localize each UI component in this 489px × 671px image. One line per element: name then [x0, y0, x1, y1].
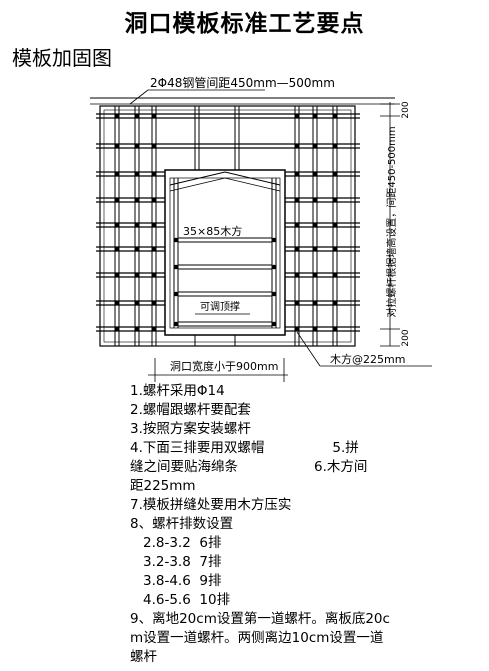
opening-width-label: 洞口宽度小于900mm: [170, 359, 278, 373]
top-arch-brace-inner: [169, 177, 281, 192]
timber-spacing-leader: [296, 331, 321, 367]
note-2: 2.螺帽跟螺杆要配套: [130, 402, 251, 418]
note-8: 8、螺杆排数设置: [130, 516, 234, 532]
note-5-line: 缝之间要贴海绵条 6.木方间: [130, 458, 400, 477]
top-spacing-label: 2Φ48钢管间距450mm—500mm: [150, 75, 335, 90]
bolt-row-item: 2.8-3.2 6排: [143, 535, 222, 551]
dim-200-top-label: 200: [401, 101, 411, 118]
opening-outline: [164, 169, 286, 336]
bolt-row-item: 3.2-3.8 7排: [143, 554, 222, 570]
note-5-start: 5.拼: [332, 440, 359, 456]
opening-horizontal-timbers: [178, 237, 272, 327]
dim-200-bottom-label: 200: [401, 329, 411, 346]
formwork-frame: [99, 105, 356, 347]
opening-bolts: [173, 237, 277, 327]
adjustable-jack-label: 可调顶撑: [200, 300, 240, 313]
note-3: 3.按照方案安装螺杆: [130, 421, 251, 437]
opening-inner-timbers: [173, 178, 277, 328]
page-title: 洞口模板标准工艺要点: [124, 11, 365, 37]
top-label-leader: [129, 89, 149, 105]
construction-notes: 1.螺杆采用Φ14 2.螺帽跟螺杆要配套 3.按照方案安装螺杆 4.下面三排要用…: [130, 382, 400, 667]
formwork-inner-frame: [103, 109, 352, 343]
note-4-line: 4.下面三排要用双螺帽 5.拼: [130, 439, 400, 458]
note-1: 1.螺杆采用Φ14: [130, 383, 225, 399]
note-4: 4.下面三排要用双螺帽: [130, 440, 265, 456]
note-5-end: 缝之间要贴海绵条: [130, 459, 238, 475]
note-6-start: 6.木方间: [314, 459, 368, 475]
note-6-end: 距225mm: [130, 478, 196, 494]
top-arch-brace: [169, 171, 281, 186]
formwork-reinforcement-diagram: 2Φ48钢管间距450mm—500mm: [90, 75, 432, 382]
timber-size-label: 35×85木方: [183, 224, 242, 238]
bolt-spacing-vertical-label: 对拉螺杆根据墙高设置，间距450-500mm: [385, 126, 398, 317]
timber-spacing-label: 木方@225mm: [330, 352, 405, 366]
note-7: 7.模板拼缝处要用木方压实: [130, 497, 292, 513]
bolt-row-item: 4.6-5.6 10排: [143, 592, 231, 608]
tie-bolts: [114, 113, 338, 332]
section-subtitle: 模板加固图: [12, 46, 112, 70]
bolt-row-item: 3.8-4.6 9排: [143, 573, 222, 589]
note-9: 9、离地20cm设置第一道螺杆。离板底20cm设置一道螺杆。两侧离边10cm设置…: [130, 611, 390, 665]
